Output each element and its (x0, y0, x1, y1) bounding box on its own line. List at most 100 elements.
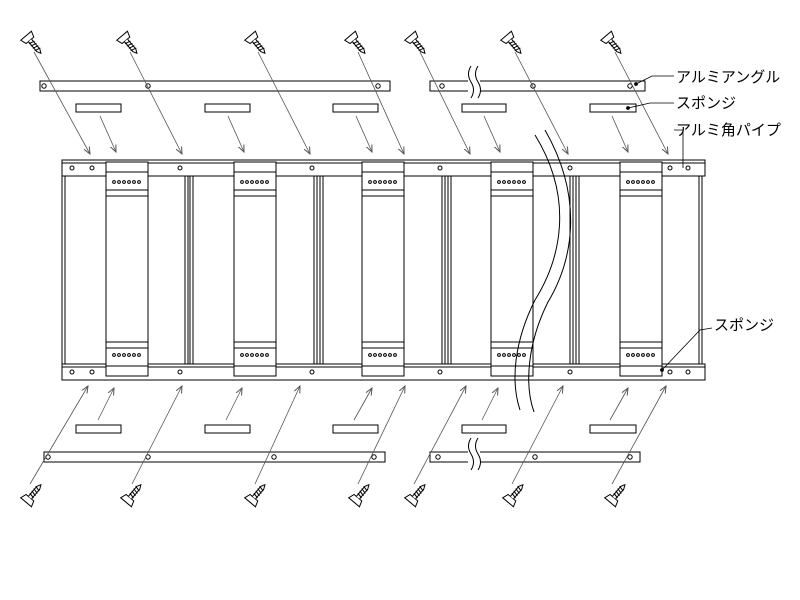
connector-dot (255, 180, 259, 184)
assembly-arrow (225, 388, 242, 421)
connector-dot (497, 353, 501, 357)
connector-dot (383, 353, 387, 357)
label-aluminum-angle: アルミアングル (676, 68, 781, 86)
connector-dot (626, 353, 630, 357)
connector-dot (265, 180, 269, 184)
break-gap (468, 68, 480, 98)
assembly-arrow (611, 115, 628, 152)
assembly-arrow (131, 386, 182, 485)
assembly-arrow (29, 386, 88, 485)
connector-dot (137, 180, 141, 184)
clamp-top (361, 161, 405, 197)
connector-dot (641, 353, 645, 357)
leader-sponge-top (627, 102, 674, 109)
screw-bottom (347, 483, 370, 508)
clamp-top (105, 161, 149, 197)
connector-dot (132, 180, 136, 184)
assembly-arrow (511, 386, 563, 485)
angle-hole (532, 454, 538, 460)
screw-top (499, 30, 522, 55)
assembly-arrow (483, 115, 500, 152)
screw-bottom (19, 483, 42, 508)
clamp-bottom (619, 341, 663, 377)
connector-dot (388, 180, 392, 184)
assembly-arrow (353, 388, 372, 421)
assembly-arrow (33, 51, 90, 154)
assembly-arrow (357, 51, 404, 154)
assembly-arrow (611, 386, 666, 485)
break-mark (475, 437, 481, 471)
connector-dot (132, 353, 136, 357)
assembly-arrow (254, 386, 300, 485)
angle-hole (371, 454, 377, 460)
rail-hole (685, 165, 691, 171)
aluminum-angle-1 (39, 80, 391, 92)
connector-dot (517, 353, 521, 357)
screw-bottom (119, 483, 142, 508)
sponge-8 (332, 424, 379, 434)
connector-dot (250, 353, 254, 357)
clamp-bottom (233, 341, 277, 377)
connector-dot (245, 180, 249, 184)
angle-hole (375, 83, 381, 89)
connector-dot (373, 180, 377, 184)
connector-dot (651, 180, 655, 184)
connector-dot (255, 353, 259, 357)
rail-hole (177, 369, 183, 375)
screw-bottom (403, 483, 426, 508)
angle-hole (41, 83, 47, 89)
assembly-arrows (29, 51, 668, 485)
break-mark (475, 65, 481, 99)
angle-hole (435, 454, 441, 460)
screw-top (599, 30, 622, 55)
sponge-3 (332, 103, 379, 113)
connector-dot (250, 180, 254, 184)
sponge-7 (204, 424, 251, 434)
connector-dot (368, 180, 372, 184)
connector-dot (112, 353, 116, 357)
connector-dot (260, 180, 264, 184)
connector-dot (240, 353, 244, 357)
assembly-arrow (257, 51, 310, 154)
clamp-top (490, 161, 534, 197)
screw-bottom (243, 483, 266, 508)
connector-dot (122, 180, 126, 184)
connector-dot (512, 180, 516, 184)
screw-bottom (501, 483, 524, 508)
assembly-arrow (227, 115, 244, 152)
label-aluminum-square-pipe: アルミ角パイプ (676, 121, 781, 139)
assembly-arrow (99, 115, 116, 152)
leader-sponge-bottom (661, 327, 713, 371)
connector-dot (517, 180, 521, 184)
connector-dot (631, 180, 635, 184)
connector-dot (112, 180, 116, 184)
connector-dot (507, 353, 511, 357)
connector-dot (512, 353, 516, 357)
cable-line-b (528, 129, 572, 413)
rail-hole (69, 369, 75, 375)
sponge-1 (75, 103, 122, 113)
clamp-top (233, 161, 277, 197)
connector-dot (137, 353, 141, 357)
sponge-10 (589, 424, 637, 434)
rail-hole (89, 165, 95, 171)
rail-hole (685, 369, 691, 375)
cell-strip-1 (105, 163, 149, 375)
assembly-arrow (355, 115, 372, 152)
assembly-arrow (97, 388, 114, 421)
assembly-arrow (614, 51, 668, 154)
assembly-arrow (413, 386, 466, 485)
connector-dot (522, 180, 526, 184)
cable-line-a (514, 134, 561, 411)
rail-hole (437, 369, 443, 375)
connector-dot (651, 353, 655, 357)
rail-hole (177, 165, 183, 171)
assembly-arrow (609, 388, 628, 421)
connector-dot (646, 353, 650, 357)
clamp-top (619, 161, 663, 197)
connector-dot (117, 353, 121, 357)
connector-dot (497, 180, 501, 184)
rail-hole (309, 165, 315, 171)
